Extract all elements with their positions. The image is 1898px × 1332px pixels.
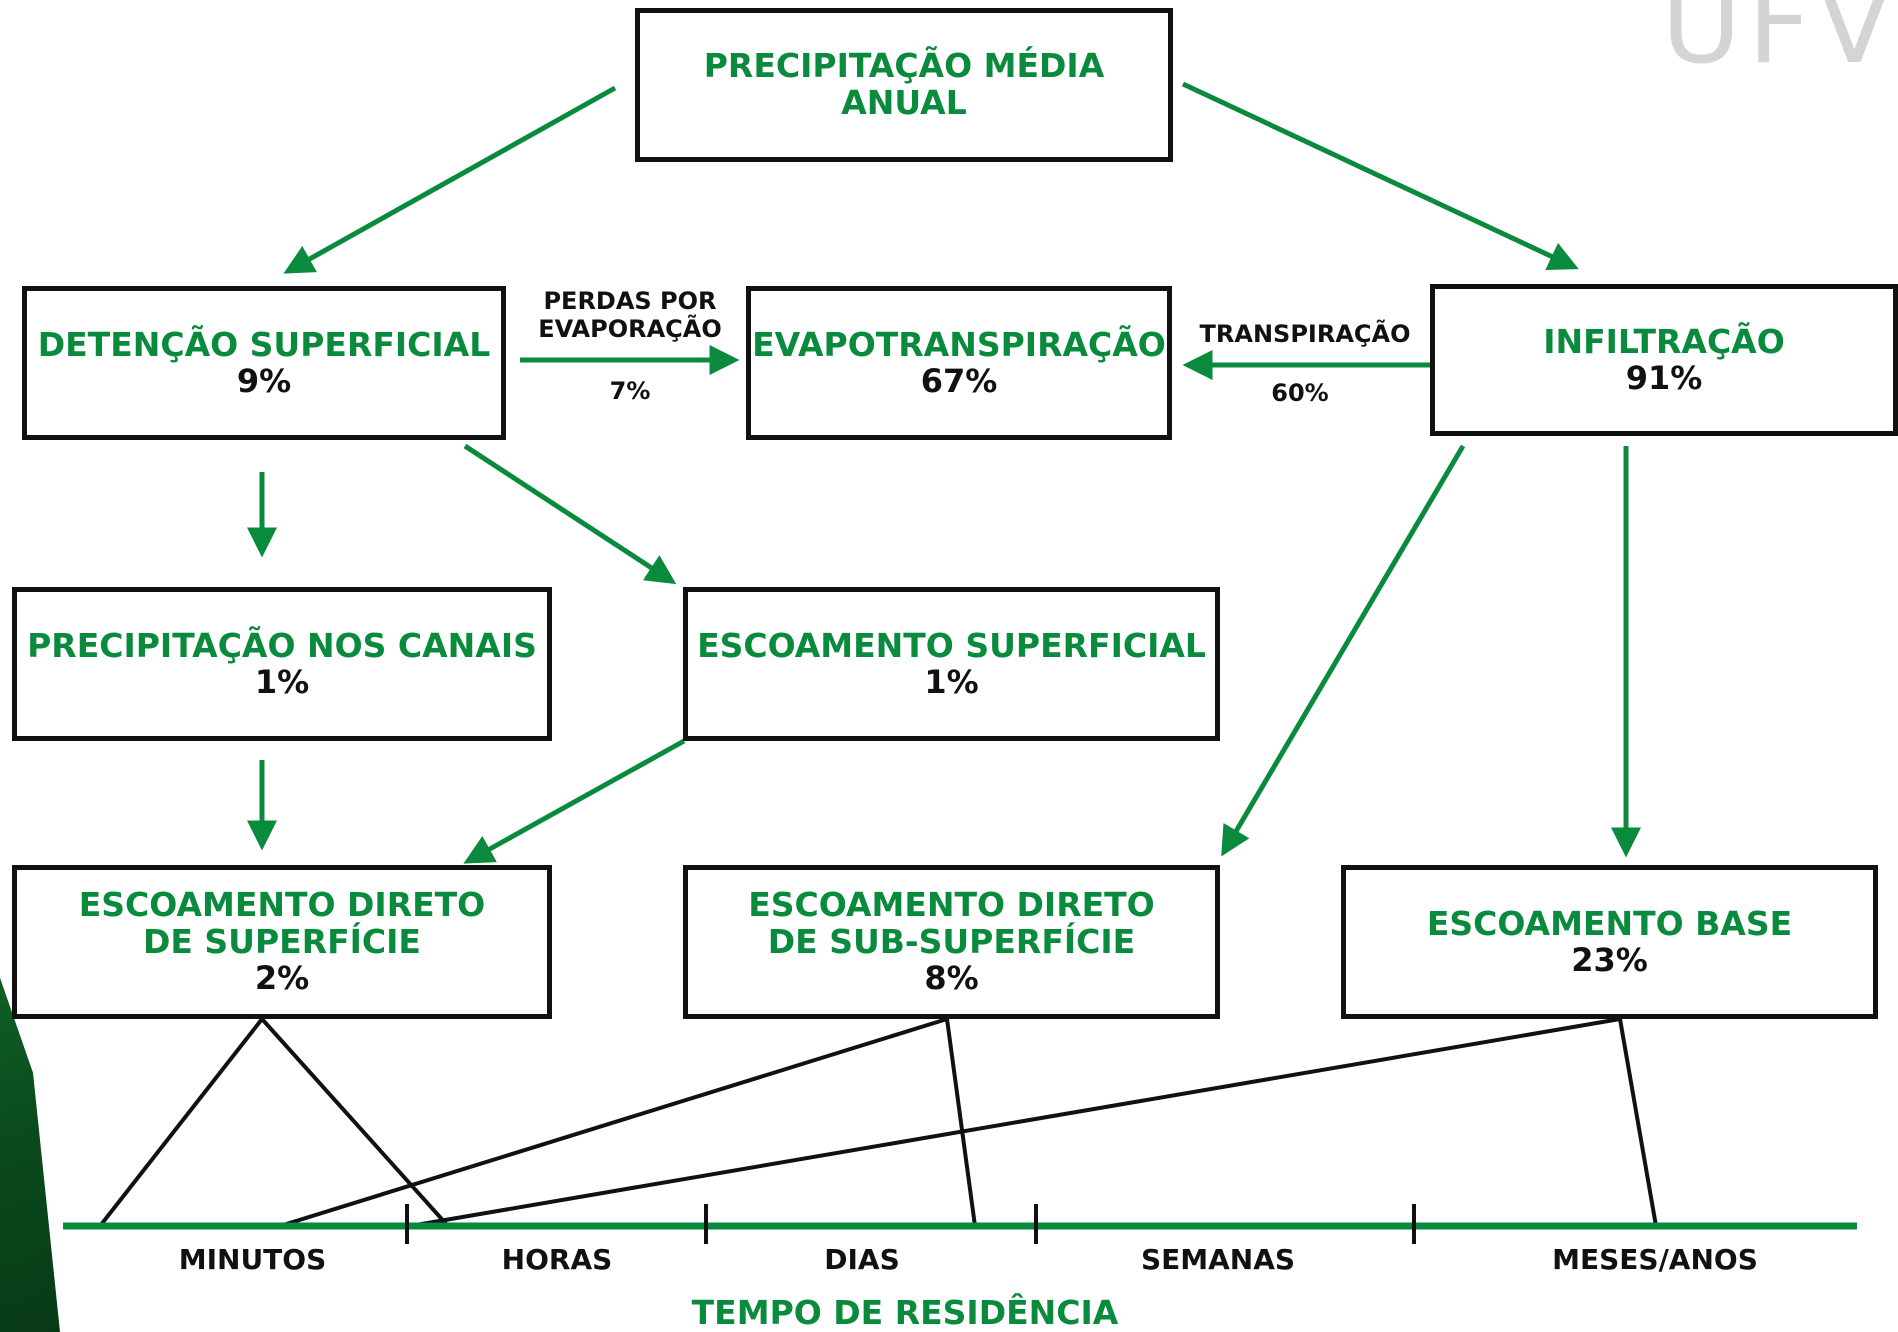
box-title: ESCOAMENTO DIRETO DE SUPERFÍCIE (78, 885, 486, 962)
timeline-label-semanas: SEMANAS (1140, 1243, 1296, 1276)
timeline-title: TEMPO DE RESIDÊNCIA (691, 1293, 1119, 1332)
timeline-label-dias: DIAS (824, 1243, 900, 1276)
box-escoamento-direto-sub-superficie: ESCOAMENTO DIRETO DE SUB-SUPERFÍCIE 8% (683, 865, 1220, 1019)
label-transpiracao: TRANSPIRAÇÃO (1199, 320, 1411, 348)
timeline-label-horas: HORAS (501, 1243, 613, 1276)
line-direto-sub-to-minutos (279, 1017, 948, 1228)
line-direto-sup-to-horas (260, 1017, 450, 1228)
box-title: INFILTRAÇÃO (1543, 321, 1785, 361)
box-infiltracao: INFILTRAÇÃO 91% (1430, 284, 1898, 436)
box-value: 91% (1625, 358, 1703, 397)
box-evapotranspiracao: EVAPOTRANSPIRAÇÃO 67% (746, 286, 1172, 440)
box-title: ESCOAMENTO DIRETO DE SUB-SUPERFÍCIE (748, 885, 1155, 962)
box-value: 1% (254, 662, 310, 701)
arrow-detencao-to-escoamento-superficial (463, 443, 677, 585)
box-value: 23% (1571, 940, 1648, 979)
arrow-escoamento-superficial-to-direto-superficie (463, 738, 686, 864)
box-escoamento-direto-superficie: ESCOAMENTO DIRETO DE SUPERFÍCIE 2% (12, 865, 552, 1019)
box-precipitacao-nos-canais: PRECIPITAÇÃO NOS CANAIS 1% (12, 587, 552, 741)
line-base-to-horas (409, 1017, 1621, 1228)
box-escoamento-superficial: ESCOAMENTO SUPERFICIAL 1% (683, 587, 1220, 741)
box-title: EVAPOTRANSPIRAÇÃO (752, 324, 1166, 364)
line-direto-sub-to-dias (945, 1018, 977, 1227)
line-base-to-meses (1618, 1018, 1658, 1227)
box-detencao-superficial: DETENÇÃO SUPERFICIAL 9% (22, 286, 506, 440)
label-perdas-por-evaporacao: PERDAS POR EVAPORAÇÃO (538, 287, 722, 343)
label-perdas-percent: 7% (609, 377, 651, 405)
box-value: 67% (920, 361, 998, 400)
box-title: DETENÇÃO SUPERFICIAL (37, 324, 491, 364)
arrow-precipitacao-to-detencao (283, 85, 617, 274)
ufv-logo: UFV (1660, 0, 1898, 88)
box-title: ESCOAMENTO BASE (1426, 903, 1793, 943)
box-title: PRECIPITAÇÃO NOS CANAIS (27, 625, 537, 665)
label-transpiracao-percent: 60% (1271, 379, 1329, 407)
box-value: 1% (924, 662, 979, 701)
box-value: 9% (236, 361, 292, 400)
timeline-label-minutos: MINUTOS (178, 1243, 327, 1276)
box-title: ESCOAMENTO SUPERFICIAL (697, 625, 1206, 665)
box-title: PRECIPITAÇÃO MÉDIA ANUAL (703, 46, 1105, 122)
line-direto-sup-to-minutos (98, 1017, 264, 1228)
arrow-precipitacao-to-infiltracao (1181, 81, 1579, 271)
box-precipitacao-media-anual: PRECIPITAÇÃO MÉDIA ANUAL (635, 8, 1173, 162)
box-escoamento-base: ESCOAMENTO BASE 23% (1341, 865, 1878, 1019)
box-value: 8% (924, 959, 979, 998)
arrow-infiltracao-to-direto-sub (1221, 444, 1466, 857)
box-value: 2% (254, 959, 310, 998)
timeline-label-meses-anos: MESES/ANOS (1552, 1243, 1758, 1276)
